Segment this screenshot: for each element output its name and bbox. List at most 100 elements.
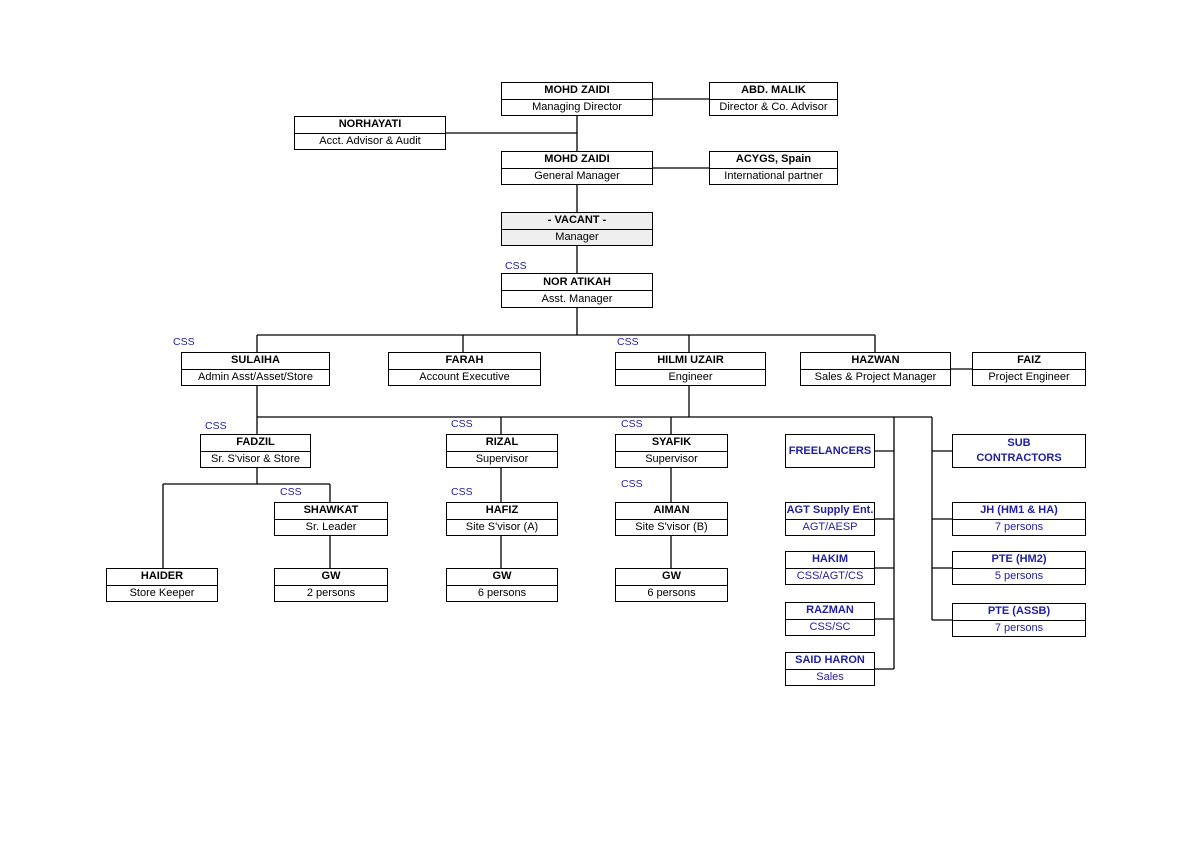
box-role: 7 persons [953,619,1085,637]
org-box-freelancers: FREELANCERS [785,434,875,468]
org-box-mohd-zaidi-gm: MOHD ZAIDI General Manager [501,151,653,185]
box-role: Manager [502,228,652,246]
box-name: AIMAN [653,504,690,517]
org-box-fadzil: FADZIL Sr. S'visor & Store [200,434,311,468]
org-box-gw-aiman: GW 6 persons [615,568,728,602]
css-tag: CSS [621,418,643,430]
box-role: 7 persons [953,518,1085,536]
css-tag: CSS [451,418,473,430]
box-role: Asst. Manager [502,290,652,307]
box-name: FREELANCERS [788,444,872,457]
box-role: CSS/AGT/CS [786,567,874,585]
org-box-pte-assb: PTE (ASSB) 7 persons [952,603,1086,637]
box-role: Director & Co. Advisor [710,98,837,116]
org-box-acygs: ACYGS, Spain International partner [709,151,838,185]
box-role: 6 persons [447,584,557,602]
box-name: SULAIHA [231,354,280,367]
org-box-agt-supply: AGT Supply Ent. AGT/AESP [785,502,875,536]
box-role: Admin Asst/Asset/Store [182,368,329,386]
box-name: SHAWKAT [303,504,359,517]
box-name: MOHD ZAIDI [544,84,610,97]
org-box-hazwan: HAZWAN Sales & Project Manager [800,352,951,386]
org-box-gw-hafiz: GW 6 persons [446,568,558,602]
org-box-faiz: FAIZ Project Engineer [972,352,1086,386]
box-name: FADZIL [236,436,275,449]
org-box-farah: FARAH Account Executive [388,352,541,386]
org-box-razman: RAZMAN CSS/SC [785,602,875,636]
org-box-syafik: SYAFIK Supervisor [615,434,728,468]
box-role: 5 persons [953,567,1085,585]
box-name: JH (HM1 & HA) [980,504,1058,517]
css-tag: CSS [205,420,227,432]
org-box-nor-atikah: NOR ATIKAH Asst. Manager [501,273,653,308]
box-name: FAIZ [1017,354,1041,367]
box-name: PTE (HM2) [991,553,1047,566]
box-name: NORHAYATI [338,118,402,131]
box-role: Supervisor [447,450,557,468]
box-role: Project Engineer [973,368,1085,386]
box-role: Sr. Leader [275,518,387,536]
box-name: RAZMAN [806,604,854,617]
box-role: CSS/SC [786,618,874,636]
box-name: AGT Supply Ent. [786,504,874,517]
box-role: Managing Director [502,98,652,116]
org-box-norhayati: NORHAYATI Acct. Advisor & Audit [294,116,446,150]
box-name: SYAFIK [651,436,692,449]
box-role: Sales & Project Manager [801,368,950,386]
org-box-hakim: HAKIM CSS/AGT/CS [785,551,875,585]
box-name: GW [662,570,681,583]
box-name: HAIDER [140,570,184,583]
box-role: Account Executive [389,368,540,386]
org-box-gw-shawkat: GW 2 persons [274,568,388,602]
box-role: 2 persons [275,584,387,602]
css-tag: CSS [451,486,473,498]
box-name: NOR ATIKAH [543,275,611,288]
css-tag: CSS [173,336,195,348]
css-tag: CSS [621,478,643,490]
box-role: Site S'visor (B) [616,518,727,536]
org-box-rizal: RIZAL Supervisor [446,434,558,468]
org-box-shawkat: SHAWKAT Sr. Leader [274,502,388,536]
box-name: GW [321,570,341,583]
box-name: HILMI UZAIR [657,354,724,367]
org-box-mohd-zaidi-md: MOHD ZAIDI Managing Director [501,82,653,116]
box-name: FARAH [445,354,484,367]
box-name: - VACANT - [547,214,607,227]
box-role: International partner [710,167,837,185]
org-box-haider: HAIDER Store Keeper [106,568,218,602]
box-name: PTE (ASSB) [987,605,1051,618]
box-name: SAID HARON [795,654,865,667]
box-name: ABD. MALIK [741,84,806,97]
box-role: Sales [786,668,874,686]
box-name: HAKIM [811,553,849,566]
box-name: HAFIZ [485,504,519,517]
org-box-sulaiha: SULAIHA Admin Asst/Asset/Store [181,352,330,386]
box-role: General Manager [502,167,652,185]
box-role: 6 persons [616,584,727,602]
box-name: RIZAL [485,436,519,449]
css-tag: CSS [280,486,302,498]
org-box-pte-hm2: PTE (HM2) 5 persons [952,551,1086,585]
org-box-hafiz: HAFIZ Site S'visor (A) [446,502,558,536]
org-box-hilmi-uzair: HILMI UZAIR Engineer [615,352,766,386]
box-role: AGT/AESP [786,518,874,536]
box-name: GW [492,570,512,583]
org-box-aiman: AIMAN Site S'visor (B) [615,502,728,536]
box-role: Acct. Advisor & Audit [295,132,445,150]
org-box-sub-contractors: SUB CONTRACTORS [952,434,1086,468]
box-name: ACYGS, Spain [735,153,812,166]
css-tag: CSS [617,336,639,348]
org-box-jh: JH (HM1 & HA) 7 persons [952,502,1086,536]
box-role: Store Keeper [107,584,217,602]
box-name: SUB CONTRACTORS [976,437,1062,464]
box-role: Site S'visor (A) [447,518,557,536]
org-box-abd-malik: ABD. MALIK Director & Co. Advisor [709,82,838,116]
box-role: Sr. S'visor & Store [201,450,310,468]
org-box-said-haron: SAID HARON Sales [785,652,875,686]
box-role: Engineer [616,368,765,386]
box-name: HAZWAN [851,354,900,367]
box-role: Supervisor [616,450,727,468]
box-name: MOHD ZAIDI [544,153,610,166]
css-tag: CSS [505,260,527,272]
